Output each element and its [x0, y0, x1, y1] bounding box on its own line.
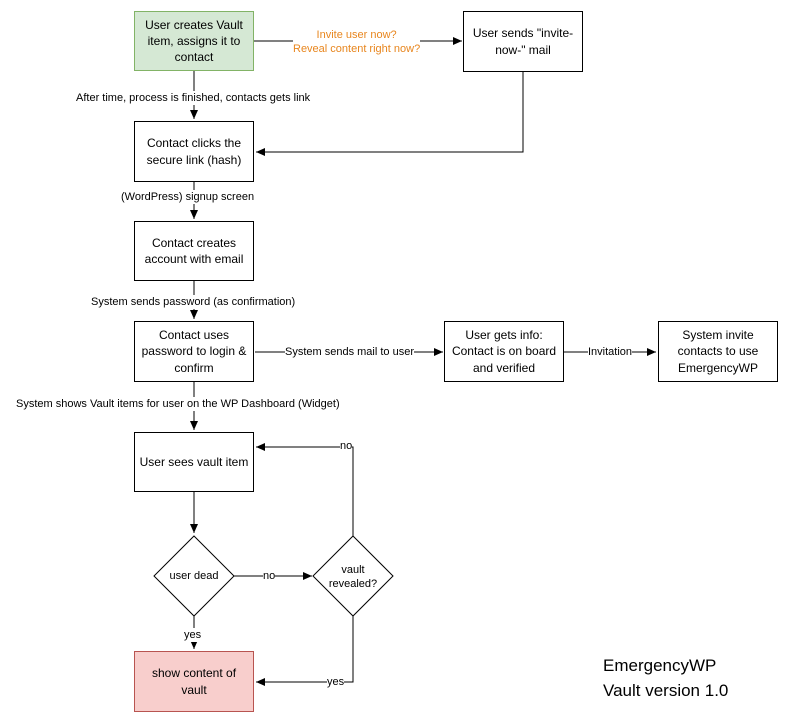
- node-system-invite: System invite contacts to use EmergencyW…: [658, 321, 778, 382]
- edge-label-no-revealed: no: [340, 439, 353, 454]
- edge-revealed-yes: [256, 616, 354, 686]
- node-show-content-text: show content of vault: [151, 666, 237, 697]
- decision-user-dead: [153, 535, 235, 617]
- node-clicks-link-text: Contact clicks the secure link (hash): [146, 136, 242, 167]
- edge-invite-to-click: [256, 72, 524, 156]
- node-sees-item: User sees vault item: [134, 432, 254, 492]
- node-invite-mail: User sends "invite-now-" mail: [463, 11, 583, 72]
- node-creates-account: Contact creates account with email: [134, 221, 254, 281]
- edge-label-invite-now: Invite user now? Reveal content right no…: [293, 28, 421, 57]
- edge-revealed-no: [256, 443, 354, 536]
- edge-label-no-dead: no: [263, 569, 276, 584]
- edge-label-invite-now-line2: Reveal content right now?: [293, 43, 421, 56]
- decision-vault-revealed: [312, 535, 394, 617]
- edge-label-sends-mail: System sends mail to user: [285, 345, 414, 360]
- node-show-content: show content of vault: [134, 651, 254, 712]
- node-login-confirm: Contact uses password to login & confirm: [134, 321, 254, 382]
- edge-label-after-time: After time, process is finished, contact…: [76, 91, 311, 106]
- edge-label-yes-dead: yes: [184, 628, 202, 643]
- node-user-info: User gets info: Contact is on board and …: [444, 321, 564, 382]
- decision-user-dead-text: user dead: [169, 570, 219, 582]
- node-create-item-text: User creates Vault item, assigns it to c…: [145, 17, 243, 65]
- edge-label-sends-password: System sends password (as confirmation): [91, 295, 296, 310]
- node-creates-account-text: Contact creates account with email: [144, 235, 244, 266]
- edge-label-signup: (WordPress) signup screen: [121, 190, 255, 205]
- diagram-title-product: EmergencyWP: [603, 656, 717, 675]
- node-system-invite-text: System invite contacts to use EmergencyW…: [677, 328, 759, 375]
- edge-label-invite-now-line1: Invite user now?: [316, 29, 397, 41]
- diagram-title-version: Vault version 1.0: [603, 680, 729, 700]
- node-invite-mail-text: User sends "invite-now-" mail: [472, 26, 574, 57]
- diagram-title: EmergencyWP Vault version 1.0: [603, 654, 728, 703]
- node-user-info-text: User gets info: Contact is on board and …: [451, 328, 557, 375]
- decision-vault-revealed-text: vault revealed?: [328, 564, 378, 591]
- node-create-item: User creates Vault item, assigns it to c…: [134, 11, 254, 71]
- edge-label-shows-items: System shows Vault items for user on the…: [16, 397, 340, 412]
- node-sees-item-text: User sees vault item: [139, 454, 249, 469]
- node-login-confirm-text: Contact uses password to login & confirm: [141, 328, 247, 375]
- edge-label-yes-revealed: yes: [327, 675, 345, 690]
- node-clicks-link: Contact clicks the secure link (hash): [134, 121, 254, 182]
- edge-label-invitation: Invitation: [588, 345, 633, 360]
